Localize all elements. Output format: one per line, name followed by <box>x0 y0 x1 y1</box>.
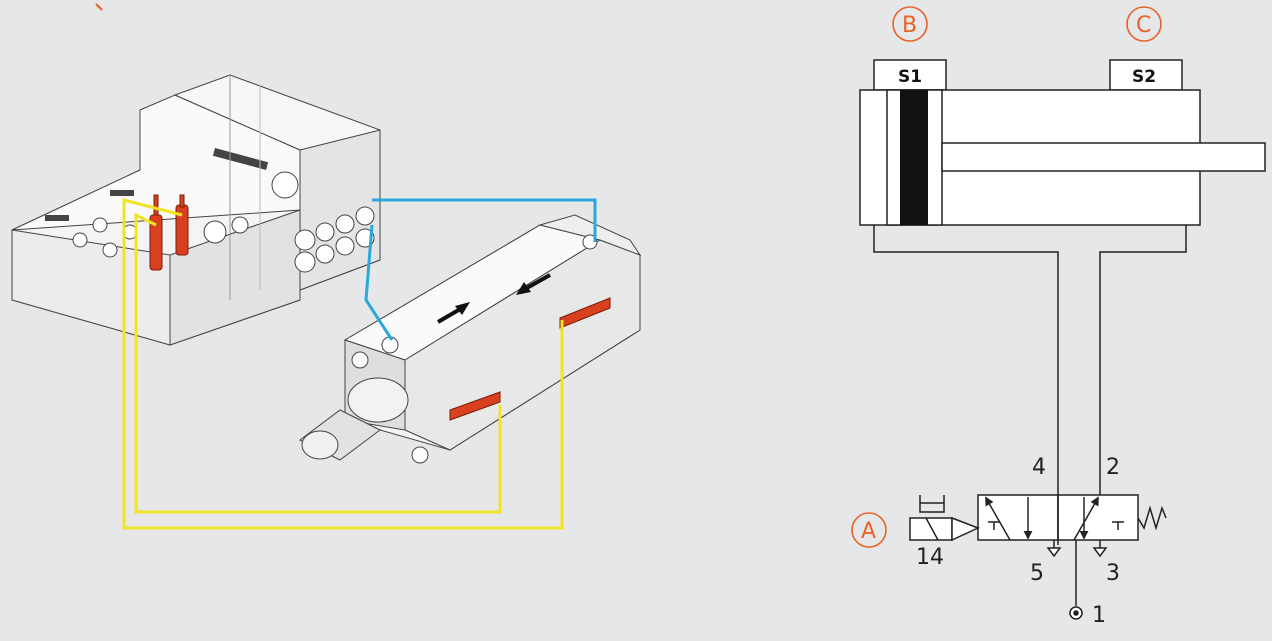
sensor-s2-label: S2 <box>1132 67 1156 87</box>
port-label-3: 3 <box>1106 561 1120 586</box>
sensor-s1-box <box>873 59 947 91</box>
port-label-2: 2 <box>1106 455 1120 480</box>
svg-text:C: C <box>1136 13 1151 38</box>
sensor-connector-icon <box>149 194 189 271</box>
orange-tick <box>95 3 103 11</box>
solenoid-actuator-icon <box>909 495 980 542</box>
spring-icon <box>1137 505 1167 531</box>
port-label-4: 4 <box>1032 455 1046 480</box>
line-port-2 <box>1099 225 1187 495</box>
sensor-s2-box <box>1109 59 1183 91</box>
port-label-14: 14 <box>916 545 944 570</box>
pneumatic-cylinder-icon <box>299 214 642 464</box>
line-port-4 <box>873 225 1059 495</box>
port-label-5: 5 <box>1030 561 1044 586</box>
air-tube <box>364 198 597 341</box>
piston-rod <box>941 142 1266 172</box>
svg-text:B: B <box>902 13 917 38</box>
valve-position-a <box>977 494 1059 541</box>
sensor-s1-label: S1 <box>898 67 922 87</box>
port-label-1: 1 <box>1092 603 1106 628</box>
left-illustration <box>11 3 642 530</box>
right-arrow-icon <box>436 302 470 324</box>
pneumatic-schematic <box>859 59 1266 620</box>
valve-terminal-icon <box>11 74 381 346</box>
marker-b: B <box>892 6 928 42</box>
valve-position-b <box>1057 494 1139 541</box>
piston-magnet <box>900 90 928 225</box>
svg-text:A: A <box>861 519 876 544</box>
port-labels: 4 2 5 3 1 14 <box>916 455 1120 628</box>
marker-a: A <box>851 512 887 548</box>
sensor-wire <box>122 198 564 530</box>
marker-c: C <box>1126 6 1162 42</box>
left-arrow-icon <box>516 273 551 295</box>
